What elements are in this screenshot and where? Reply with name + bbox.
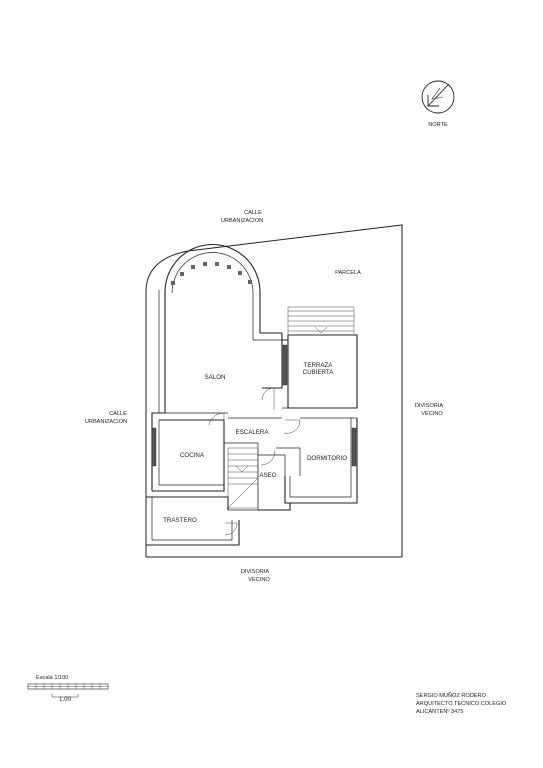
north-arrow-icon <box>421 80 455 114</box>
interior-stairs <box>227 447 259 509</box>
room-terraza-line1: TERRAZA <box>304 362 334 369</box>
street-top-line1: CALLE <box>244 210 262 216</box>
scale-bar <box>27 683 109 698</box>
windows <box>151 344 357 467</box>
plot-boundary <box>145 224 403 558</box>
room-cocina: COCINA <box>180 452 205 459</box>
author-line1: SERGIO MUÑOZ RODERO <box>416 692 487 699</box>
north-label: NORTE <box>428 122 448 128</box>
neighbor-bottom-line1: DIVISORIA <box>241 569 270 575</box>
room-escalera: ESCALERA <box>235 429 269 436</box>
room-terraza-line2: CUBIERTA <box>303 369 335 376</box>
room-dormitorio: DORMITORIO <box>307 455 347 462</box>
author-line2: ARQUITECTO TECNICO COLEGIO <box>416 701 507 707</box>
street-left-line2: URBANIZACION <box>85 419 127 425</box>
street-top-line2: URBANIZACION <box>221 218 263 224</box>
door-swings <box>208 387 301 536</box>
arch-blocks <box>171 262 252 285</box>
street-left-line1: CALLE <box>109 411 127 417</box>
room-salon: SALON <box>205 374 226 381</box>
neighbor-bottom-line2: VECINO <box>248 577 270 583</box>
author-line3: ALICANTENº 3475 <box>416 708 463 715</box>
parcel-label: PARCELA <box>335 270 361 276</box>
neighbor-right-line2: VECINO <box>421 411 443 417</box>
neighbor-right-line1: DIVISORIA <box>415 403 444 409</box>
room-trastero: TRASTERO <box>163 517 197 524</box>
exterior-stairs <box>287 306 355 336</box>
scale-bar-label: 1.00 <box>59 696 72 703</box>
room-aseo: ASEO <box>259 472 276 479</box>
scale-label: Escala 1/100 <box>36 675 68 681</box>
house-walls <box>146 243 358 546</box>
